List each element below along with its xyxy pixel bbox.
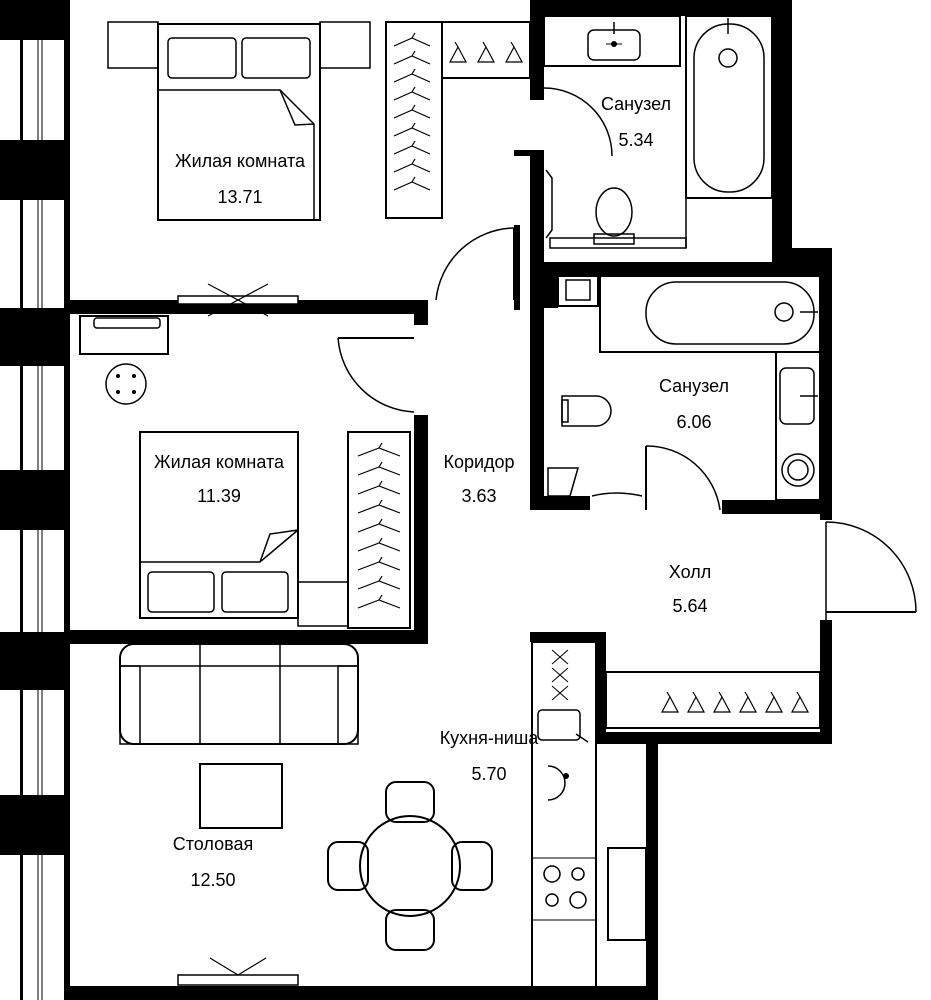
bed-2: [139, 431, 349, 627]
room-label-dining: Столовая 12.50: [173, 834, 254, 890]
coffee-table: [199, 763, 283, 829]
dining-table: [327, 781, 493, 951]
hall-wardrobe: [605, 671, 821, 729]
hanger-icon: [393, 68, 431, 83]
wardrobe-1: [385, 21, 531, 219]
hanger-icon: [393, 86, 431, 101]
hanger-icon: [393, 122, 431, 137]
room-name: Кухня-ниша: [440, 728, 540, 748]
hanger-icon: [357, 575, 401, 590]
hanger-icon: [739, 691, 757, 713]
sofa: [119, 643, 359, 745]
room-label-bath1: Санузел 5.34: [601, 94, 671, 150]
hanger-icon: [357, 594, 401, 609]
room-name: Санузел: [601, 94, 671, 114]
room-area: 5.70: [471, 764, 506, 784]
hanger-icon: [393, 140, 431, 155]
room-labels: Жилая комната 13.71 Санузел 5.34 Жилая к…: [154, 94, 729, 890]
hanger-icon: [357, 518, 401, 533]
hanger-icon: [661, 691, 679, 713]
hangers-3: [661, 691, 809, 713]
walls: [0, 0, 832, 1000]
bed-1: [107, 21, 371, 221]
room-area: 5.34: [618, 130, 653, 150]
hanger-icon: [713, 691, 731, 713]
room-label-kitchen: Кухня-ниша 5.70: [440, 728, 540, 784]
hanger-icon: [357, 499, 401, 514]
hanger-icon: [393, 176, 431, 191]
hanger-icon: [393, 32, 431, 47]
room-name: Холл: [669, 562, 711, 582]
bathroom-2-fixtures: [547, 275, 821, 501]
room-label-living2: Жилая комната 11.39: [154, 452, 285, 506]
room-name: Жилая комната: [175, 151, 306, 171]
hanger-icon: [357, 461, 401, 476]
hanger-icon: [357, 442, 401, 457]
room-area: 11.39: [197, 486, 241, 506]
room-area: 12.50: [190, 870, 235, 890]
room-area: 6.06: [676, 412, 711, 432]
hanger-icon: [357, 480, 401, 495]
room-name: Жилая комната: [154, 452, 285, 472]
hanger-icon: [687, 691, 705, 713]
hanger-icon: [791, 691, 809, 713]
hanger-icon: [393, 158, 431, 173]
room-label-bath2: Санузел 6.06: [659, 376, 729, 432]
room-name: Столовая: [173, 834, 254, 854]
hangers-2: [357, 442, 401, 609]
hanger-icon: [477, 41, 495, 63]
room-area: 3.63: [461, 486, 496, 506]
hanger-icon: [505, 41, 523, 63]
cooktop-vent: [551, 649, 569, 701]
hanger-icon: [393, 50, 431, 65]
bathroom-1-fixtures: [543, 15, 773, 249]
desk-2: [79, 315, 169, 405]
room-label-hall: Холл 5.64: [669, 562, 711, 616]
room-label-living1: Жилая комната 13.71: [175, 151, 306, 207]
room-area: 5.64: [672, 596, 707, 616]
hanger-icon: [449, 41, 467, 63]
room-name: Санузел: [659, 376, 729, 396]
doors: [177, 87, 917, 986]
hanger-icon: [357, 537, 401, 552]
hanger-icon: [765, 691, 783, 713]
hanger-icon: [357, 556, 401, 571]
wardrobe-2: [347, 431, 411, 629]
room-area: 13.71: [217, 187, 262, 207]
room-label-corridor: Коридор 3.63: [443, 452, 514, 506]
room-name: Коридор: [443, 452, 514, 472]
hanger-icon: [393, 104, 431, 119]
kitchen-units: [531, 641, 647, 989]
hangers-1: [393, 32, 523, 191]
